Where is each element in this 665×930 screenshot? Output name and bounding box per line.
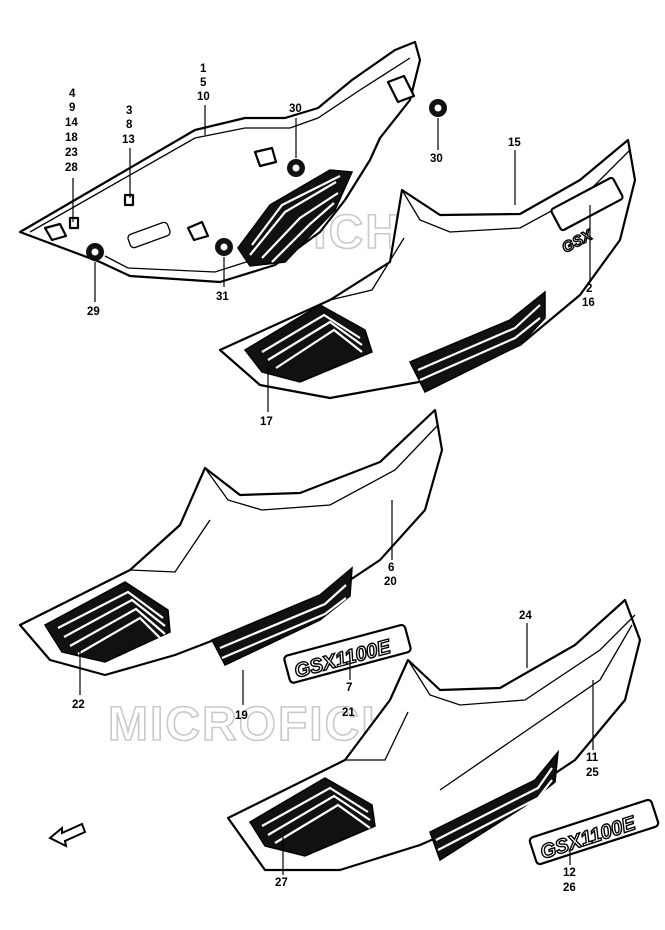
ref-23: 23 — [65, 147, 78, 159]
ref-7: 7 — [346, 682, 352, 694]
emblem-lower: GSX1100E — [528, 798, 660, 866]
ref-4: 4 — [69, 88, 76, 100]
ref-26: 26 — [563, 882, 576, 894]
frame-cover — [18, 40, 422, 284]
ref-27: 27 — [275, 877, 288, 889]
side-cover-upper: GSX — [218, 138, 637, 400]
ref-8: 8 — [126, 119, 133, 131]
front-direction-arrow-icon — [48, 822, 87, 848]
ref-17: 17 — [260, 416, 273, 428]
ref-24: 24 — [519, 610, 532, 622]
grommet-30a — [287, 159, 305, 177]
ref-10: 10 — [197, 91, 210, 103]
ref-18: 18 — [65, 132, 78, 144]
ref-31: 31 — [216, 291, 229, 303]
ref-22: 22 — [72, 699, 85, 711]
side-cover-middle — [18, 408, 444, 677]
ref-15: 15 — [508, 137, 521, 149]
grommet-30b — [429, 99, 447, 117]
ref-19: 19 — [235, 710, 248, 722]
ref-9: 9 — [69, 102, 75, 114]
emblem-middle: GSX1100E — [283, 623, 412, 684]
ref-13: 13 — [122, 134, 135, 146]
ref-5: 5 — [200, 77, 207, 89]
ref-28: 28 — [65, 162, 78, 174]
ref-30-b: 30 — [430, 153, 443, 165]
ref-21: 21 — [342, 707, 355, 719]
grommet-29 — [86, 243, 104, 261]
ref-25: 25 — [586, 767, 599, 779]
reference-numbers: 1 5 10 4 9 14 18 23 28 3 8 13 30 30 15 2… — [65, 63, 599, 894]
ref-20: 20 — [384, 576, 397, 588]
ref-30-a: 30 — [289, 103, 302, 115]
ref-29: 29 — [87, 306, 100, 318]
ref-1: 1 — [200, 63, 207, 75]
grommet-31 — [215, 238, 233, 256]
ref-12: 12 — [563, 867, 576, 879]
side-cover-lower — [226, 598, 642, 872]
ref-11: 11 — [586, 752, 599, 764]
ref-6: 6 — [388, 562, 394, 574]
leader-lines — [72, 105, 594, 875]
ref-16: 16 — [582, 297, 595, 309]
ref-14: 14 — [65, 117, 78, 129]
ref-2: 2 — [586, 283, 592, 295]
ref-3: 3 — [126, 105, 132, 117]
